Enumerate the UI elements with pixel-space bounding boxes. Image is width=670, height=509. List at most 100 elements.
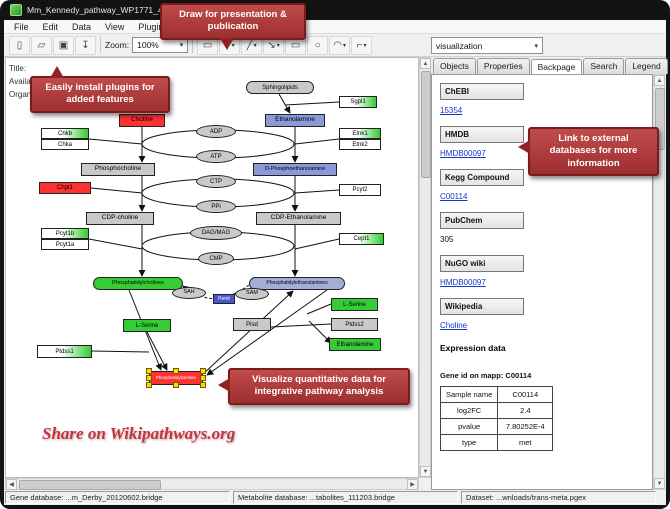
pathway-node-ptdss2[interactable]: Ptdss2 xyxy=(331,318,378,331)
scrollbar-thumb[interactable] xyxy=(19,480,161,490)
pathway-node-ptdss1[interactable]: Ptdss1 xyxy=(37,345,92,358)
status-segment: Dataset: ...wnloads/trans-meta.pgex xyxy=(461,491,656,504)
pathway-node-etnk2[interactable]: Etnk2 xyxy=(339,139,381,150)
pathway-node-phosphatidylcholines[interactable]: Phosphatidylcholines xyxy=(93,277,183,290)
backpage-section-header: ChEBI xyxy=(440,83,524,100)
scroll-down-icon[interactable]: ▼ xyxy=(654,478,665,489)
gene-id-line: Gene id on mapp: C00114 xyxy=(440,371,532,380)
pathway-node-sah[interactable]: SAH xyxy=(172,287,206,299)
app-icon xyxy=(10,4,22,16)
window-title: Mm_Kennedy_pathway_WP1771_45176.gpml xyxy=(27,5,203,15)
toolbar-separator xyxy=(192,37,194,53)
scroll-right-icon[interactable]: ▶ xyxy=(407,479,418,490)
panel-vertical-scrollbar[interactable]: ▲ ▼ xyxy=(653,74,665,490)
menu-view[interactable]: View xyxy=(105,21,125,32)
chevron-down-icon: ▾ xyxy=(342,42,346,49)
tab-legend[interactable]: Legend xyxy=(625,58,668,74)
menu-data[interactable]: Data xyxy=(72,21,92,32)
scrollbar-thumb[interactable] xyxy=(655,88,665,150)
canvas-vertical-scrollbar[interactable]: ▲ ▼ xyxy=(419,57,431,478)
canvas-horizontal-scrollbar[interactable]: ◀ ▶ xyxy=(5,478,419,490)
tab-properties[interactable]: Properties xyxy=(476,58,530,74)
chevron-down-icon: ▾ xyxy=(179,42,184,49)
scrollbar-thumb[interactable] xyxy=(421,71,431,178)
pathway-node-sgpl1[interactable]: Sgpl1 xyxy=(339,96,377,108)
pathway-node-ppi[interactable]: PPi xyxy=(196,200,236,213)
pathway-node-chpt1[interactable]: Chpt1 xyxy=(39,182,91,194)
table-cell: 7.80252E-4 xyxy=(497,418,554,435)
pathway-node-adp[interactable]: ADP xyxy=(196,125,236,138)
selection-handle[interactable] xyxy=(173,368,179,374)
pathway-node-phosphocholine[interactable]: Phosphocholine xyxy=(81,163,155,176)
selection-handle[interactable] xyxy=(200,375,206,381)
pathway-node-chkb[interactable]: Chkb xyxy=(41,128,89,139)
pathway-node-ethanolamine[interactable]: Ethanolamine xyxy=(265,114,325,127)
backpage-section-header: NuGO wiki xyxy=(440,255,524,272)
export-icon[interactable]: ↧ xyxy=(75,35,96,55)
pathway-node-pcyt1a[interactable]: Pcyt1a xyxy=(41,239,89,250)
table-cell: pvalue xyxy=(439,418,499,435)
ellipse-tool-icon[interactable]: ○ xyxy=(307,35,329,55)
menu-bar: FileEditDataViewPluginsHelp xyxy=(4,20,666,34)
pathway-node-etnk1[interactable]: Etnk1 xyxy=(339,128,381,139)
save-icon[interactable]: ▣ xyxy=(53,35,74,55)
pathway-node-l-serine[interactable]: L-Serine xyxy=(123,319,171,332)
backpage-section-chebi: ChEBI 15354 xyxy=(440,83,652,116)
selection-handle[interactable] xyxy=(200,368,206,374)
pathway-node-l-serine[interactable]: L-Serine xyxy=(331,298,378,311)
tab-backpage[interactable]: Backpage xyxy=(530,59,583,75)
pathway-node-ctp[interactable]: CTP xyxy=(196,175,236,188)
pathway-node-phosphatidylethanolamines[interactable]: Phosphatidylethanolamines xyxy=(249,277,345,290)
pathway-node-o-phosphoethanolamine[interactable]: O-Phosphoethanolamine xyxy=(253,163,337,176)
pathway-node-dag-mag[interactable]: DAG/MAG xyxy=(190,226,242,240)
backpage-link[interactable]: Choline xyxy=(440,321,468,330)
scroll-up-icon[interactable]: ▲ xyxy=(420,58,431,69)
selection-handle[interactable] xyxy=(146,382,152,388)
callout-tail xyxy=(218,378,230,392)
new-file-icon[interactable]: ▯ xyxy=(9,35,30,55)
arc-tool-icon[interactable]: ◠▾ xyxy=(329,35,351,55)
status-bar: Gene database: ...m_Derby_20120602.bridg… xyxy=(5,491,665,504)
backpage-link[interactable]: HMDB00097 xyxy=(440,278,486,287)
tab-objects[interactable]: Objects xyxy=(433,58,476,74)
bracket-tool-icon[interactable]: ⌐▾ xyxy=(351,35,373,55)
title-bar[interactable]: Mm_Kennedy_pathway_WP1771_45176.gpml xyxy=(4,0,666,20)
pathway-node-pcyt1b[interactable]: Pcyt1b xyxy=(41,228,89,239)
scroll-left-icon[interactable]: ◀ xyxy=(6,479,17,490)
pathway-node-pemt[interactable]: Pemt xyxy=(213,294,235,304)
backpage-link[interactable]: HMDB00097 xyxy=(440,149,486,158)
selection-handle[interactable] xyxy=(200,382,206,388)
pathway-node-cdp-choline[interactable]: CDP-choline xyxy=(86,212,154,225)
selection-handle[interactable] xyxy=(146,375,152,381)
menu-file[interactable]: File xyxy=(14,21,29,32)
tab-search[interactable]: Search xyxy=(583,58,625,74)
open-folder-icon[interactable]: ▱ xyxy=(31,35,52,55)
pathway-node-sphingolipids[interactable]: Sphingolipids xyxy=(246,81,314,94)
selection-handle[interactable] xyxy=(146,368,152,374)
menu-edit[interactable]: Edit xyxy=(42,21,59,32)
selection-handle[interactable] xyxy=(173,382,179,388)
scroll-down-icon[interactable]: ▼ xyxy=(420,466,431,477)
pathway-node-cept1[interactable]: Cept1 xyxy=(339,233,384,245)
pathway-node-chka[interactable]: Chka xyxy=(41,139,89,150)
pathway-node-sam[interactable]: SAM xyxy=(235,288,269,300)
visualization-combobox[interactable]: visualization ▾ xyxy=(431,37,543,54)
table-cell: Sample name xyxy=(439,386,499,403)
line-tool-icon[interactable]: ╱▾ xyxy=(241,35,263,55)
pathway-node-pisd[interactable]: Pisd xyxy=(233,318,271,331)
pathway-node-cdp-ethanolamine[interactable]: CDP-Ethanolamine xyxy=(256,212,341,225)
pathway-node-cmp[interactable]: CMP xyxy=(198,252,234,265)
backpage-link[interactable]: 15354 xyxy=(440,106,463,115)
pathway-node-choline[interactable]: Choline xyxy=(119,114,165,127)
callout-external-databases: Link to external databases for more info… xyxy=(518,127,659,177)
scroll-up-icon[interactable]: ▲ xyxy=(654,75,665,86)
pathway-node-pcyt2[interactable]: Pcyt2 xyxy=(339,184,381,196)
backpage-link[interactable]: C00114 xyxy=(440,192,468,201)
pathway-node-ethanolamine[interactable]: Ethanolamine xyxy=(329,338,381,351)
menu-plugins[interactable]: Plugins xyxy=(138,21,168,32)
chevron-down-icon: ▾ xyxy=(276,42,280,49)
pathway-node-atp[interactable]: ATP xyxy=(196,150,236,163)
